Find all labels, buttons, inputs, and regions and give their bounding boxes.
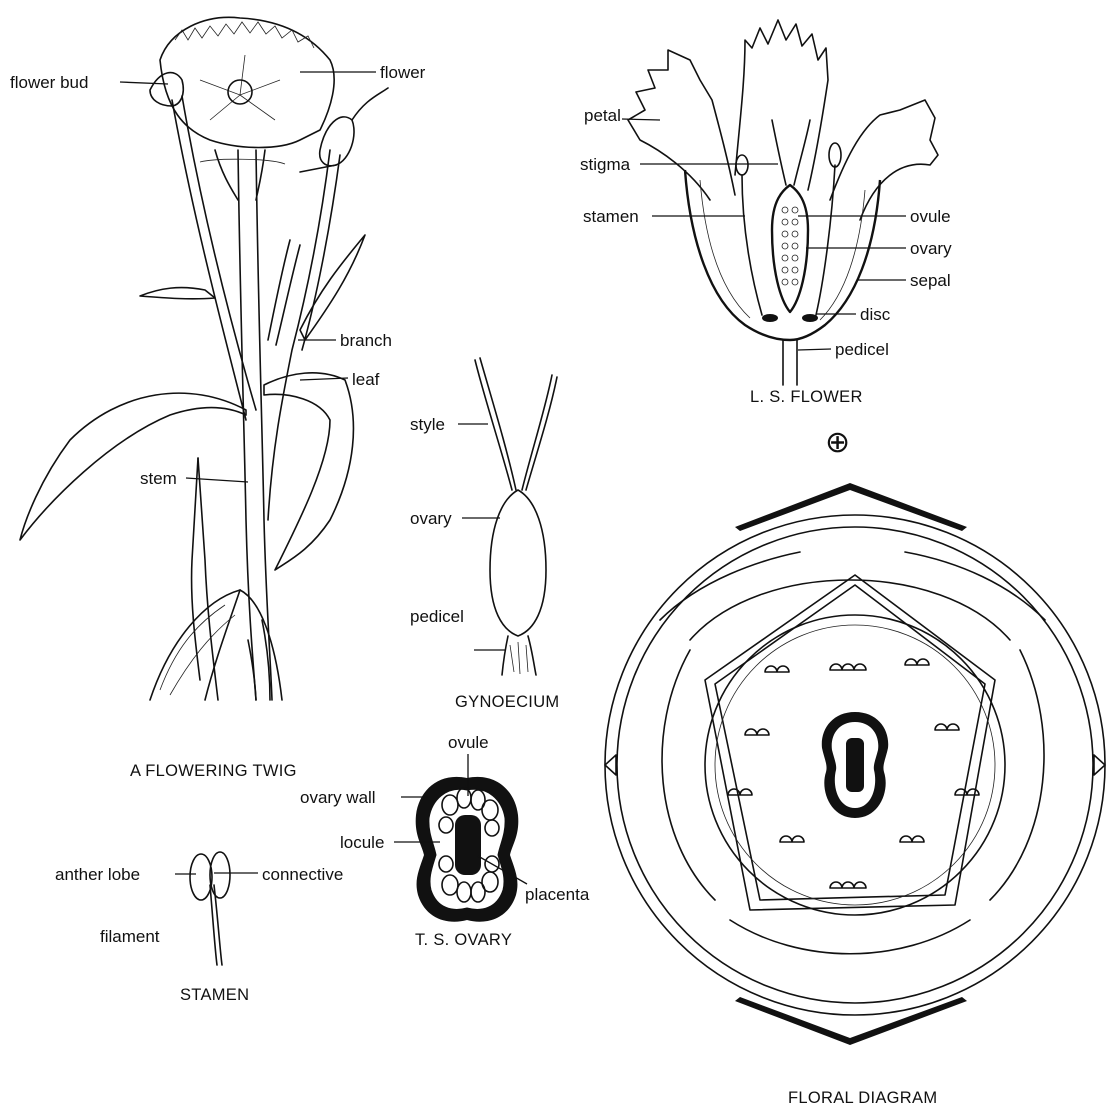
flowering-twig-illustration <box>20 17 388 700</box>
label-leaf: leaf <box>352 370 380 389</box>
caption-gynoecium: GYNOECIUM <box>455 693 559 711</box>
label-connective: connective <box>262 865 343 884</box>
label-ovule-ts: ovule <box>448 733 489 752</box>
label-pedicel-gyn: pedicel <box>410 607 464 626</box>
stamen-labels: anther lobe connective filament STAMEN <box>55 865 343 1004</box>
label-style: style <box>410 415 445 434</box>
ls-ovule-dots <box>782 207 798 285</box>
actinomorphic-symbol: ⊕ <box>825 426 850 459</box>
gynoecium-illustration <box>475 358 557 675</box>
leader-flower-bud <box>120 82 168 84</box>
twig-labels: flower bud flower branch leaf stem A FLO… <box>10 63 426 780</box>
stamen-illustration <box>190 852 230 965</box>
caption-ls-flower: L. S. FLOWER <box>750 388 863 406</box>
label-branch: branch <box>340 331 392 350</box>
label-pedicel-ls: pedicel <box>835 340 889 359</box>
label-filament: filament <box>100 927 160 946</box>
floral-diagram-illustration: ⊕ <box>605 426 1105 1045</box>
label-flower-bud: flower bud <box>10 73 88 92</box>
leader-pedicel-ls <box>798 349 831 350</box>
caption-flowering-twig: A FLOWERING TWIG <box>130 762 297 780</box>
leader-stem <box>186 478 248 482</box>
ls-flower-labels: petal stigma stamen ovule ovary sepal di… <box>580 106 952 406</box>
label-flower: flower <box>380 63 426 82</box>
label-anther-lobe: anther lobe <box>55 865 140 884</box>
label-disc: disc <box>860 305 891 324</box>
label-stigma: stigma <box>580 155 631 174</box>
label-placenta: placenta <box>525 885 590 904</box>
label-locule: locule <box>340 833 384 852</box>
label-ovary-gyn: ovary <box>410 509 452 528</box>
caption-stamen: STAMEN <box>180 986 249 1004</box>
label-ovule: ovule <box>910 207 951 226</box>
label-sepal: sepal <box>910 271 951 290</box>
ts-ovary-illustration <box>416 777 519 922</box>
label-stamen: stamen <box>583 207 639 226</box>
floral-diagram-labels: FLORAL DIAGRAM <box>788 1089 937 1107</box>
caption-ts-ovary: T. S. OVARY <box>415 931 512 949</box>
label-ovary-wall: ovary wall <box>300 788 376 807</box>
gynoecium-labels: style ovary pedicel GYNOECIUM <box>410 415 559 711</box>
caption-floral-diagram: FLORAL DIAGRAM <box>788 1089 937 1107</box>
label-stem: stem <box>140 469 177 488</box>
label-petal: petal <box>584 106 621 125</box>
label-ovary-ls: ovary <box>910 239 952 258</box>
ls-flower-illustration <box>628 20 938 385</box>
